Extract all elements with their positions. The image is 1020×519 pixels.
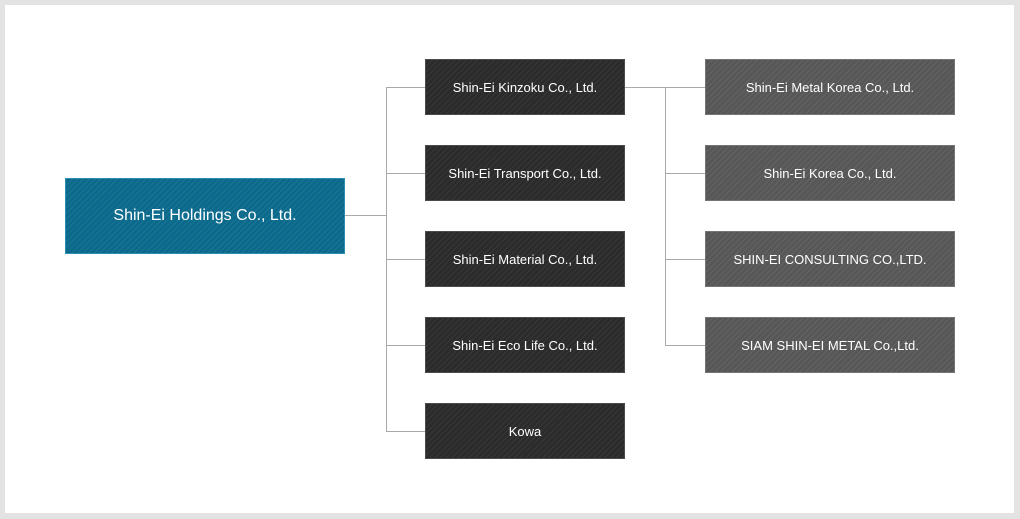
- subsidiary-node-ecolife: Shin-Ei Eco Life Co., Ltd.: [425, 317, 625, 373]
- subsidiary-node-transport: Shin-Ei Transport Co., Ltd.: [425, 145, 625, 201]
- connector-branch-ecolife: [386, 345, 426, 346]
- connector-branch-korea: [665, 173, 706, 174]
- subsidiary-node-label: Shin-Ei Eco Life Co., Ltd.: [452, 337, 598, 353]
- connector-branch-material: [386, 259, 426, 260]
- connector-root-to-trunk: [344, 215, 386, 216]
- subsidiary-node-label: Shin-Ei Transport Co., Ltd.: [448, 165, 602, 181]
- overseas-node-metal-korea: Shin-Ei Metal Korea Co., Ltd.: [705, 59, 955, 115]
- connector-kinzoku-to-trunk: [624, 87, 665, 88]
- overseas-node-korea: Shin-Ei Korea Co., Ltd.: [705, 145, 955, 201]
- subsidiary-node-label: Shin-Ei Material Co., Ltd.: [452, 251, 598, 267]
- subsidiary-node-kinzoku: Shin-Ei Kinzoku Co., Ltd.: [425, 59, 625, 115]
- connector-branch-kowa: [386, 431, 426, 432]
- root-node-label: Shin-Ei Holdings Co., Ltd.: [113, 207, 297, 224]
- overseas-node-consulting: SHIN-EI CONSULTING CO.,LTD.: [705, 231, 955, 287]
- overseas-node-label: SIAM SHIN-EI METAL Co.,Ltd.: [741, 337, 919, 353]
- connector-branch-metal-korea: [665, 87, 706, 88]
- connector-branch-transport: [386, 173, 426, 174]
- connector-branch-kinzoku: [386, 87, 426, 88]
- subsidiary-node-label: Shin-Ei Kinzoku Co., Ltd.: [452, 79, 598, 95]
- root-node: Shin-Ei Holdings Co., Ltd.: [65, 178, 345, 254]
- overseas-node-label: Shin-Ei Metal Korea Co., Ltd.: [745, 79, 915, 95]
- connector-branch-consulting: [665, 259, 706, 260]
- connector-overseas-trunk-vertical: [665, 87, 666, 346]
- subsidiary-node-kowa: Kowa: [425, 403, 625, 459]
- subsidiary-node-label: Kowa: [508, 423, 542, 439]
- overseas-node-siam: SIAM SHIN-EI METAL Co.,Ltd.: [705, 317, 955, 373]
- overseas-node-label: SHIN-EI CONSULTING CO.,LTD.: [733, 251, 927, 267]
- subsidiary-node-material: Shin-Ei Material Co., Ltd.: [425, 231, 625, 287]
- connector-branch-siam: [665, 345, 706, 346]
- overseas-node-label: Shin-Ei Korea Co., Ltd.: [763, 165, 897, 181]
